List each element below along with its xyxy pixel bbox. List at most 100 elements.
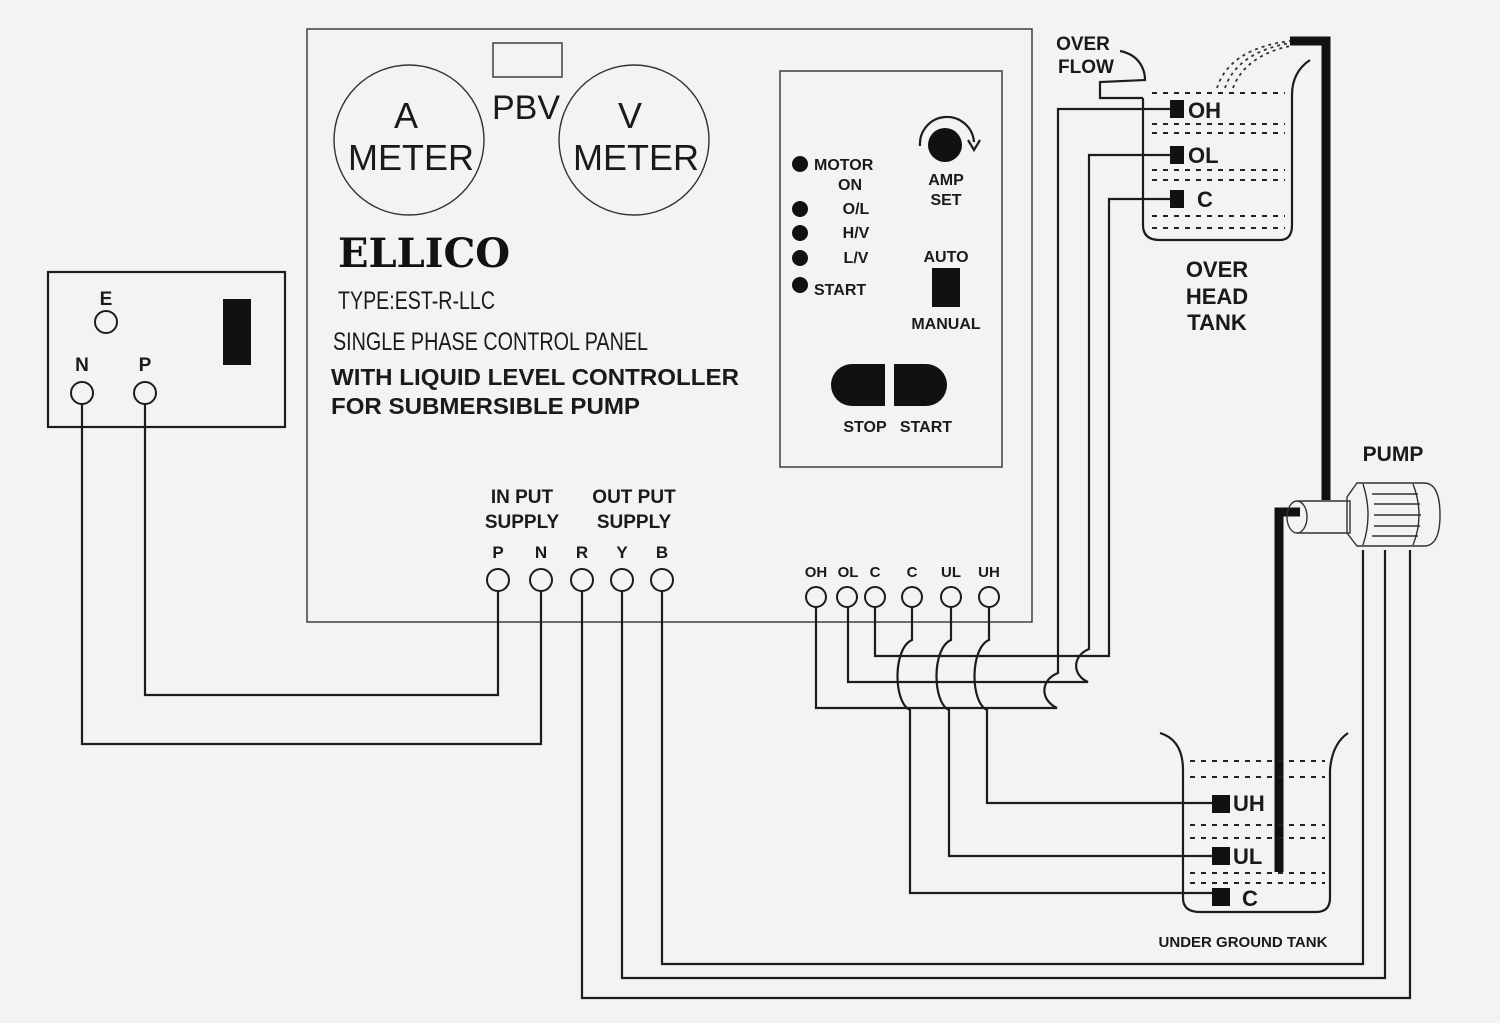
underground-tank: UH UL C UNDER GROUND TANK [1159,731,1349,951]
high-voltage-led-label: H/V [843,225,870,242]
amp-set-label-2: SET [930,192,961,209]
overload-led [792,201,808,217]
wire-ol [846,153,1175,684]
wire-r [580,550,1412,1000]
terminal-label-p: P [492,543,503,562]
earth-terminal [94,310,118,334]
mains-socket: E N P [46,270,287,429]
wire-oh [814,107,1175,710]
overhead-tank-label-3: TANK [1187,310,1247,335]
wire-c-overhead [873,197,1175,658]
underground-tank-label: UNDER GROUND TANK [1159,934,1328,951]
terminal-y [610,568,634,592]
terminal-ul [940,586,962,608]
panel-desc-1: SINGLE PHASE CONTROL PANEL [333,328,648,356]
panel-type: TYPE:EST-R-LLC [338,287,495,315]
pump-body [1346,482,1441,547]
pbv-display [492,42,563,78]
wires [80,107,1412,1000]
terminal-c1 [864,586,886,608]
water-stream [1224,42,1291,89]
probe-c-overhead [1170,190,1184,208]
pump-inlet [1297,500,1351,534]
terminal-c2 [901,586,923,608]
terminal-oh [805,586,827,608]
low-voltage-led-label: L/V [844,250,869,267]
v-meter-label-2: METER [573,137,699,178]
probe-c-overhead-label: C [1197,187,1213,212]
auto-label: AUTO [923,249,968,266]
probe-ol [1170,146,1184,164]
start-led-label: START [814,282,866,299]
output-supply-label-2: SUPPLY [597,512,672,533]
wire-y [620,550,1387,980]
probe-uh-label: UH [1233,791,1265,816]
a-meter-label-1: A [394,95,418,136]
panel-desc-3: FOR SUBMERSIBLE PUMP [331,393,640,419]
pump-ring [1362,483,1369,546]
auto-manual-switch[interactable] [932,268,960,307]
terminal-p [486,568,510,592]
start-led [792,277,808,293]
water-stream [1232,45,1291,89]
terminal-n [529,568,553,592]
terminal-label-r: R [576,543,588,562]
amp-set-label-1: AMP [928,172,964,189]
terminal-label-uh: UH [978,564,1000,581]
probe-ol-label: OL [1188,143,1219,168]
manual-label: MANUAL [911,316,981,333]
suction-pipe [1274,507,1300,872]
wire-b [660,550,1365,966]
delivery-pipe [1290,36,1331,500]
probe-oh-label: OH [1188,98,1221,123]
stop-label: STOP [843,419,887,436]
panel-outline [306,28,1033,623]
probe-ul-label: UL [1233,844,1262,869]
stop-button[interactable] [831,364,885,406]
terminal-uh [978,586,1000,608]
pump-label: PUMP [1363,443,1424,466]
terminal-label-oh: OH [805,564,828,581]
rotate-arrow-icon [918,115,976,147]
terminal-ol [836,586,858,608]
output-supply-label-1: OUT PUT [592,487,676,508]
pbv-label: PBV [492,89,560,127]
start-button[interactable] [894,364,947,406]
terminal-label-n: N [535,543,547,562]
terminal-label-c2: C [907,564,918,581]
motor-led-label: MOTOR [814,157,874,174]
overflow-label-2: FLOW [1058,57,1114,78]
input-supply-label-1: IN PUT [491,487,554,508]
overflow-label-1: OVER [1056,34,1110,55]
underground-tank-body [1159,731,1349,914]
overhead-tank-label-2: HEAD [1186,284,1248,309]
phase-terminal [133,381,157,405]
pump-inlet-end [1286,500,1308,534]
probe-oh [1170,100,1184,118]
wire-phase [143,404,500,697]
neutral-label: N [75,355,89,376]
terminal-b [650,568,674,592]
arrow-head-icon [967,139,981,153]
control-subpanel [779,70,1003,468]
a-meter-label-2: METER [348,137,474,178]
wire-uh [973,607,1215,805]
neutral-terminal [70,381,94,405]
water-stream [1216,40,1291,89]
earth-label: E [100,289,113,310]
socket-switch[interactable] [223,299,251,365]
wire-c-underground [896,607,1215,895]
terminal-label-ul: UL [941,564,961,581]
socket-box [46,270,287,429]
terminal-r [570,568,594,592]
panel-desc-2: WITH LIQUID LEVEL CONTROLLER [331,364,739,390]
wire-neutral [80,404,543,746]
control-panel: PBV A METER V METER ELLICO TYPE:EST-R-LL… [306,28,1033,623]
pump: PUMP [1286,443,1441,547]
amp-set-knob[interactable] [928,128,962,162]
start-label: START [900,419,952,436]
overhead-tank: OVER FLOW OH OL C OVER HEAD TANK [1056,34,1311,335]
motor-on-led [792,156,808,172]
terminal-label-y: Y [616,543,628,562]
